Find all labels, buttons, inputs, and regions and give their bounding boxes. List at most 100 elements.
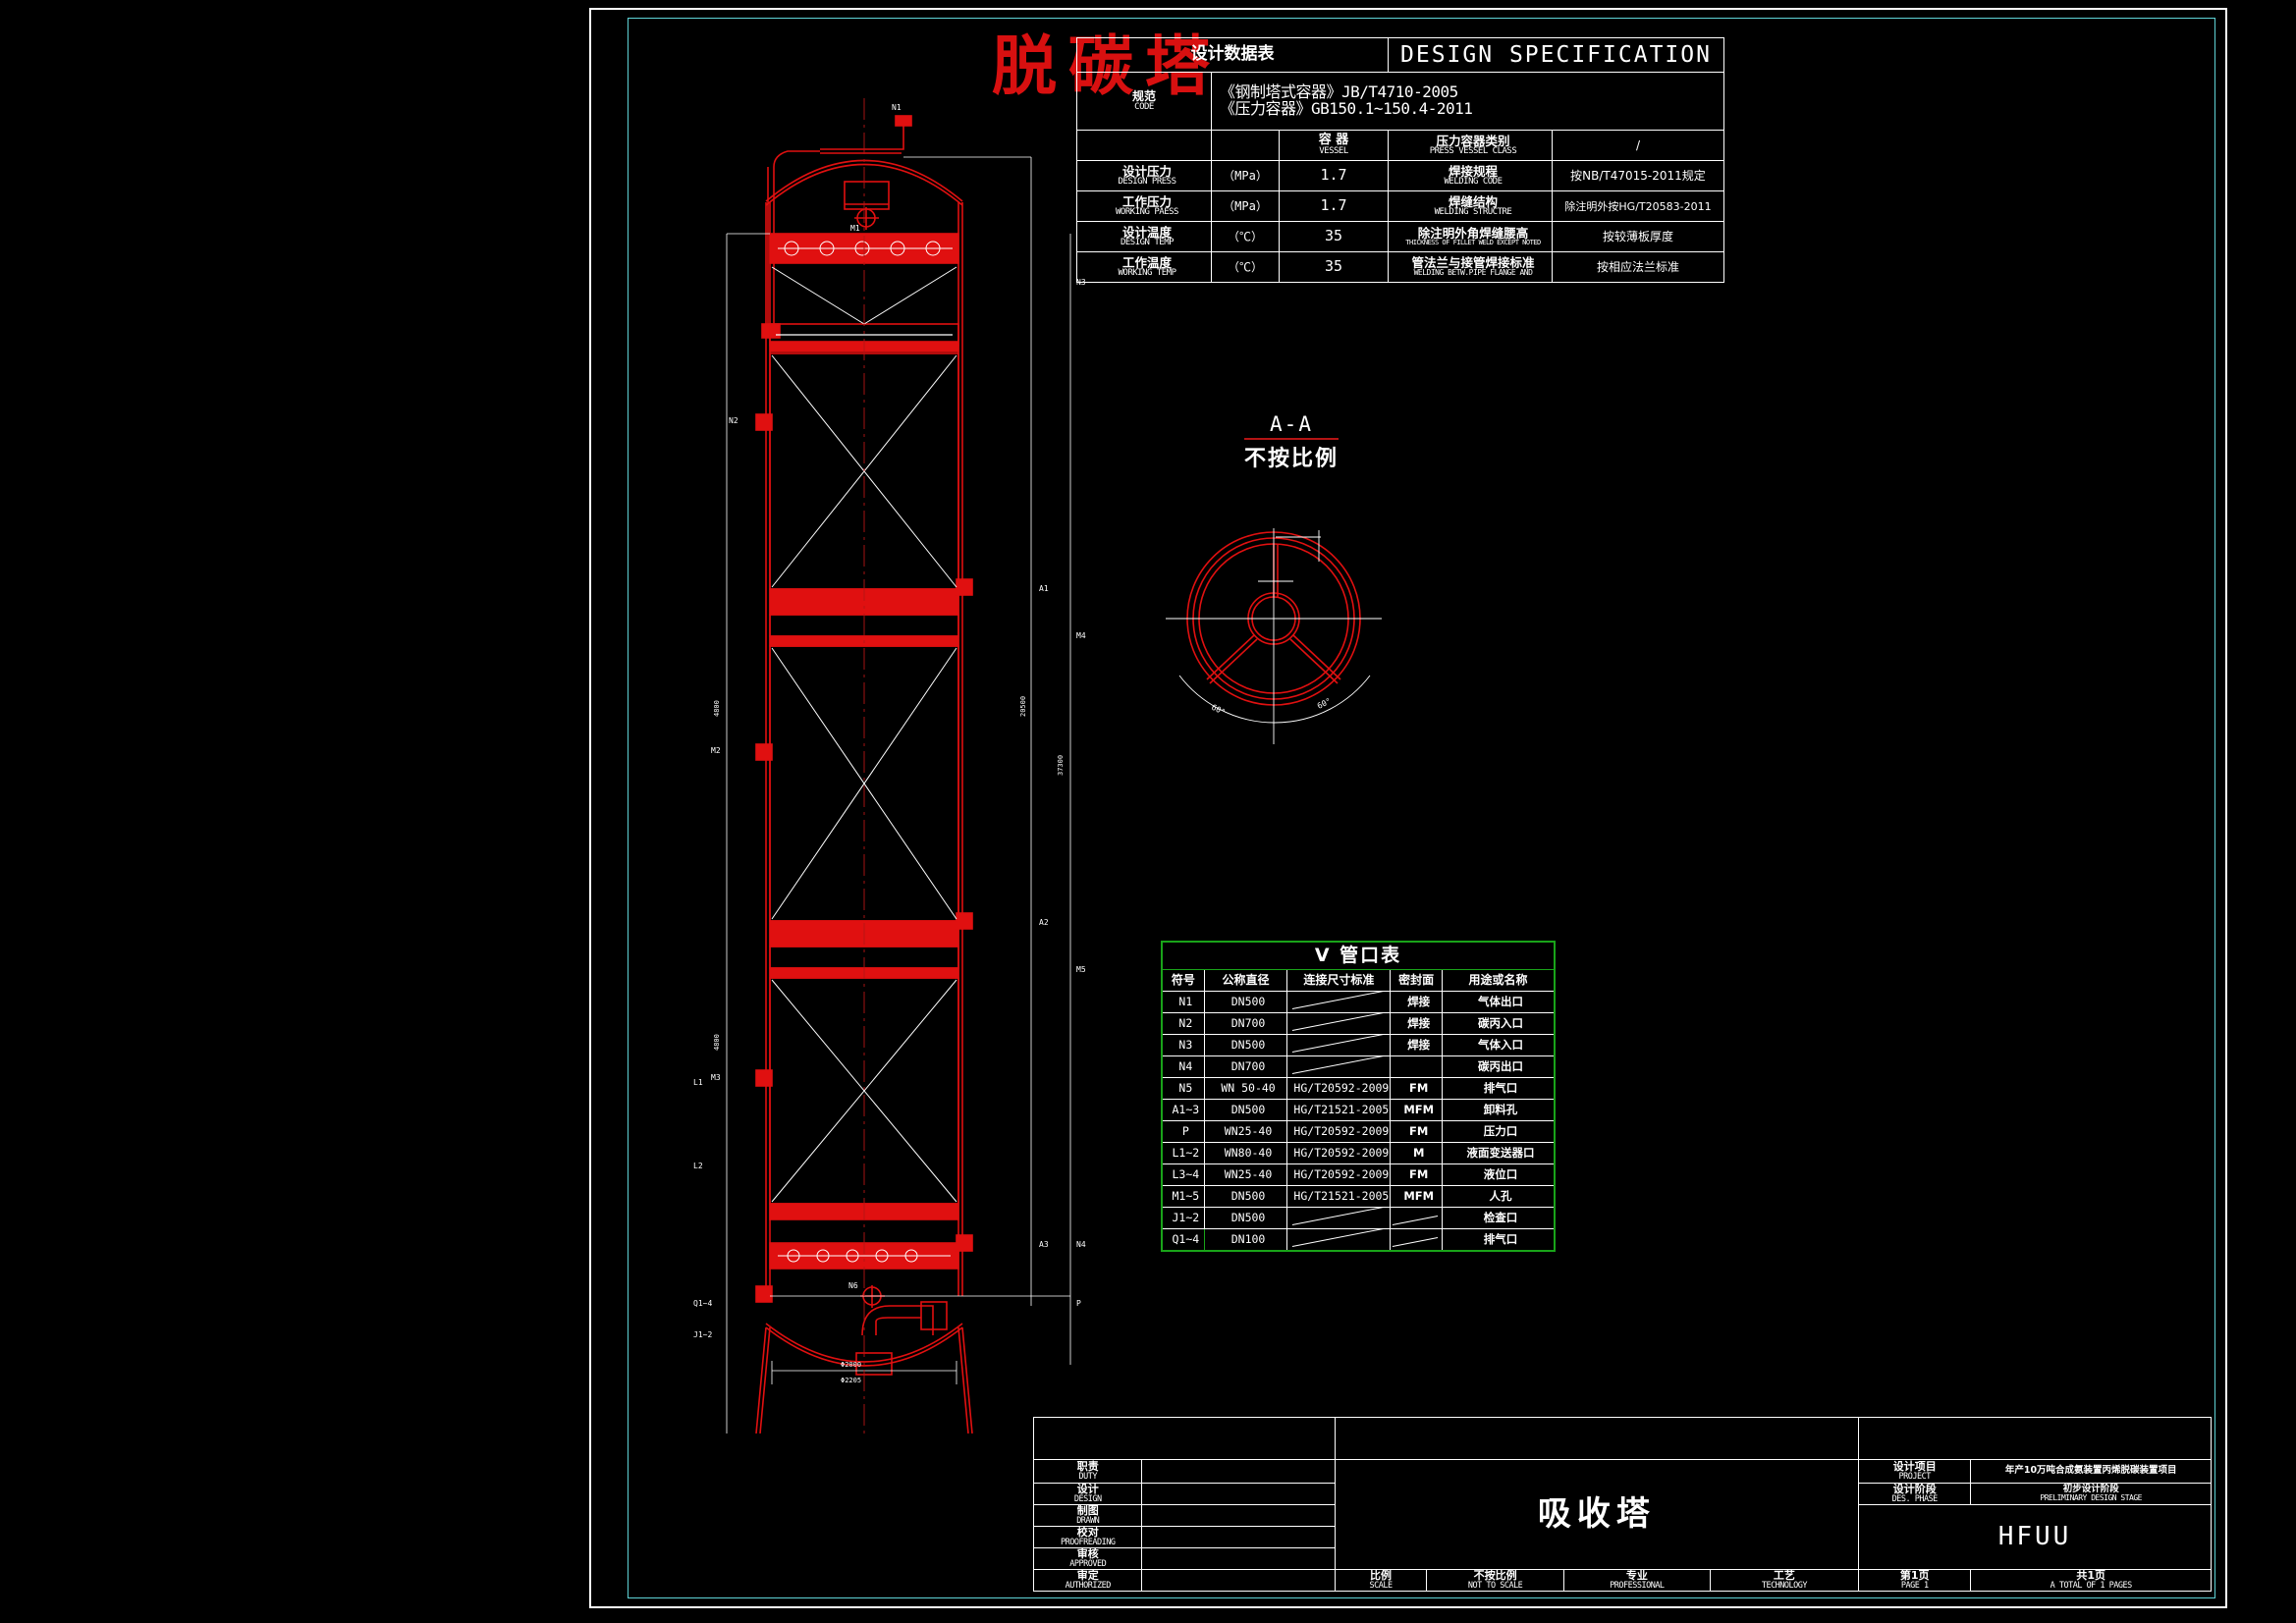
nozzle-dn-10: DN500 xyxy=(1203,1207,1288,1229)
revision-cell-right xyxy=(1858,1417,2212,1460)
spec-unit-3: （℃） xyxy=(1227,229,1263,243)
code-line-1: 《钢制塔式容器》JB/T4710-2005 xyxy=(1220,82,1458,102)
svg-text:M4: M4 xyxy=(1076,631,1086,640)
nozzle-std-9: HG/T21521-2005 xyxy=(1286,1185,1392,1208)
svg-text:N6: N6 xyxy=(848,1281,858,1290)
spec-title-cn: 设计数据表 xyxy=(1190,44,1275,65)
table-row: N5 WN 50-40 HG/T20592-2009 FM 排气口 xyxy=(1161,1077,1556,1100)
tb-value-project: 年产10万吨合成氨装置丙烯脱碳装置项目 xyxy=(1970,1459,2212,1484)
nozzle-dn-4: WN 50-40 xyxy=(1203,1077,1288,1100)
svg-text:4800: 4800 xyxy=(713,1034,721,1051)
spec-rvalue-0: / xyxy=(1635,137,1641,152)
nozzle-std-0 xyxy=(1286,991,1392,1013)
svg-text:N2: N2 xyxy=(729,416,738,425)
spec-rvalue-2: 除注明外按HG/T20583-2011 xyxy=(1564,199,1712,213)
spec-value-2: 1.7 xyxy=(1320,196,1347,215)
section-aa-caption: A-A 不按比例 xyxy=(1203,412,1380,472)
nozzle-sym-7: L1~2 xyxy=(1161,1142,1205,1164)
nozzle-use-5: 卸料孔 xyxy=(1441,1099,1556,1121)
nozzle-sym-0: N1 xyxy=(1161,991,1205,1013)
nozzle-dn-7: WN80-40 xyxy=(1203,1142,1288,1164)
nozzle-header-use: 用途或名称 xyxy=(1468,972,1528,987)
nozzle-dn-2: DN500 xyxy=(1203,1034,1288,1056)
nozzle-dn-3: DN700 xyxy=(1203,1055,1288,1078)
section-aa-sublabel: 不按比例 xyxy=(1243,447,1339,471)
tb-value-phase: 初步设计阶段 PRELIMINARY DESIGN STAGE xyxy=(1970,1483,2212,1505)
nozzle-use-11: 排气口 xyxy=(1441,1228,1556,1252)
nozzle-table-title: V 管口表 xyxy=(1314,944,1402,966)
spec-title-en: DESIGN SPECIFICATION xyxy=(1400,41,1712,68)
nozzle-std-5: HG/T21521-2005 xyxy=(1286,1099,1392,1121)
code-label-en: CODE xyxy=(1134,101,1154,112)
tb-value-proofreading[interactable] xyxy=(1141,1526,1336,1548)
nozzle-sym-10: J1~2 xyxy=(1161,1207,1205,1229)
revision-strip-row xyxy=(1033,1417,2212,1460)
nozzle-std-11 xyxy=(1286,1228,1392,1252)
col-vessel-cn: 容 器 xyxy=(1318,133,1349,148)
nozzle-std-8: HG/T20592-2009 xyxy=(1286,1163,1392,1186)
company-cell: HFUU xyxy=(1858,1504,2212,1570)
svg-text:20500: 20500 xyxy=(1019,696,1027,717)
tower-elevation-drawing: N1 M1 N2 A1 M2 A2 M3 A3 L1 L2 N6 Q1~4 J1… xyxy=(609,29,1178,1434)
svg-text:M1: M1 xyxy=(850,224,860,233)
svg-text:Φ2000: Φ2000 xyxy=(841,1361,861,1369)
spec-rvalue-3: 按较薄板厚度 xyxy=(1602,229,1673,243)
nozzle-header-dn: 公称直径 xyxy=(1222,972,1270,987)
nozzle-use-1: 碳丙入口 xyxy=(1441,1012,1556,1035)
col-vessel-en: VESSEL xyxy=(1319,146,1348,157)
nozzle-face-3 xyxy=(1390,1055,1443,1078)
tb-value-drawn[interactable] xyxy=(1141,1504,1336,1527)
table-row: A1~3 DN500 HG/T21521-2005 MFM 卸料孔 xyxy=(1161,1099,1556,1121)
nozzle-use-2: 气体入口 xyxy=(1441,1034,1556,1056)
nozzle-dn-6: WN25-40 xyxy=(1203,1120,1288,1143)
tb-value-authorized[interactable] xyxy=(1141,1569,1336,1592)
nozzle-header-standard: 连接尺寸标准 xyxy=(1303,972,1375,987)
angle-right-label: 60° xyxy=(1316,696,1333,710)
drawing-name: 吸收塔 xyxy=(1537,1493,1656,1534)
tb-value-duty[interactable] xyxy=(1141,1459,1336,1484)
svg-text:Φ2205: Φ2205 xyxy=(841,1377,861,1384)
nozzle-use-4: 排气口 xyxy=(1441,1077,1556,1100)
nozzle-sym-4: N5 xyxy=(1161,1077,1205,1100)
svg-text:4800: 4800 xyxy=(713,700,721,717)
svg-text:M5: M5 xyxy=(1076,965,1086,974)
nozzle-dn-9: DN500 xyxy=(1203,1185,1288,1208)
revision-cell-mid xyxy=(1334,1417,1860,1460)
nozzle-schedule-table: V 管口表 符号 公称直径 连接尺寸标准 密封面 用途或名称 N1 DN500 … xyxy=(1161,941,1556,1252)
spec-value-3: 35 xyxy=(1324,227,1343,245)
revision-cell-left xyxy=(1033,1417,1336,1460)
tb-value-approved[interactable] xyxy=(1141,1547,1336,1570)
tb-value-design[interactable] xyxy=(1141,1483,1336,1505)
table-row: N1 DN500 焊接 气体出口 xyxy=(1161,991,1556,1013)
nozzle-dn-0: DN500 xyxy=(1203,991,1288,1013)
nozzle-face-6: FM xyxy=(1390,1120,1443,1143)
svg-text:N4: N4 xyxy=(1076,1240,1086,1249)
drawing-name-cell: 吸收塔 xyxy=(1334,1459,1860,1570)
spec-code-row: 规范 CODE 《钢制塔式容器》JB/T4710-2005 《压力容器》GB15… xyxy=(1076,72,1724,131)
nozzle-sym-8: L3~4 xyxy=(1161,1163,1205,1186)
angle-left-label: 60° xyxy=(1210,703,1227,717)
nozzle-use-9: 人孔 xyxy=(1441,1185,1556,1208)
company-name: HFUU xyxy=(1997,1521,2072,1551)
svg-text:A1: A1 xyxy=(1039,584,1049,593)
nozzle-face-7: M xyxy=(1390,1142,1443,1164)
svg-text:Q1~4: Q1~4 xyxy=(693,1299,712,1308)
sheet-inner-border xyxy=(628,18,2215,1598)
